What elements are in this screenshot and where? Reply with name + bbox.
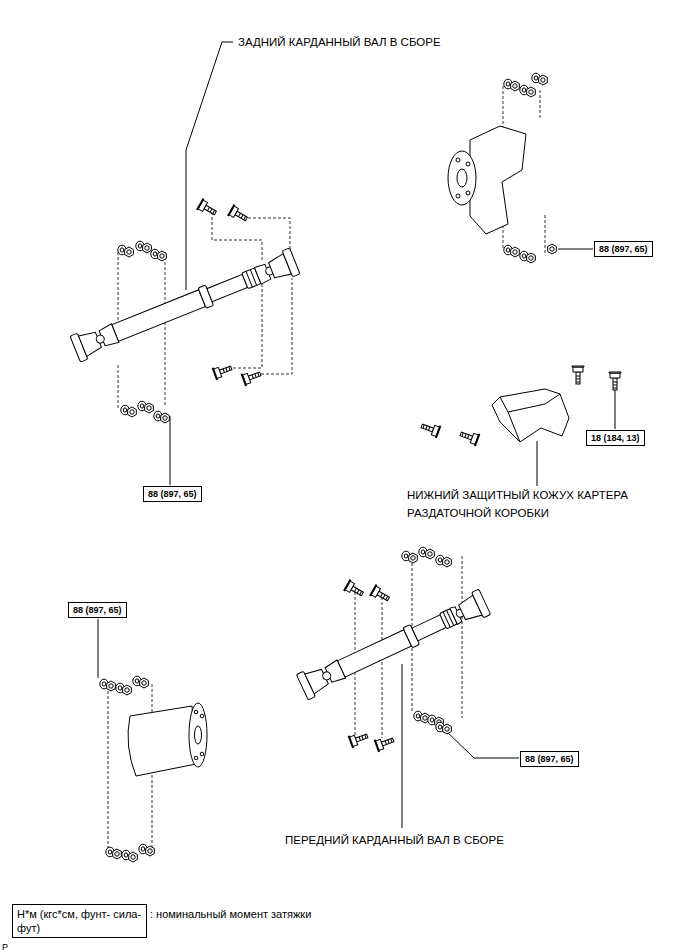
- bolt: [344, 580, 366, 599]
- legend-description: : номинальный момент затяжки: [150, 905, 311, 923]
- leader-lines: [98, 42, 615, 828]
- figure-code: P: [2, 938, 8, 952]
- nut: [107, 681, 116, 691]
- nut: [123, 685, 132, 695]
- dashed-guide: [212, 212, 262, 262]
- skid-plate: [492, 389, 569, 442]
- nut: [443, 557, 452, 567]
- torque-value: 88 (897, 65): [525, 753, 574, 765]
- nut: [548, 244, 557, 254]
- nut: [426, 549, 435, 559]
- dashed-guide: [545, 215, 546, 255]
- companion-flange: [448, 151, 476, 205]
- leader-line: [98, 619, 99, 678]
- nut: [113, 849, 122, 859]
- bolt: [370, 585, 392, 604]
- differential-housing: [470, 126, 526, 234]
- leader-line: [558, 249, 593, 250]
- dashed-guide: [243, 218, 290, 252]
- bolt: [374, 734, 395, 751]
- legend-box: Н*м (кгс*см, фунт- сила-фут): [12, 904, 147, 938]
- leader-line: [537, 441, 538, 486]
- leader-line: [444, 729, 519, 758]
- dashed-guide: [118, 365, 119, 410]
- nut: [443, 724, 452, 734]
- leader-line: [170, 416, 171, 485]
- torque-value: 88 (897, 65): [148, 488, 197, 500]
- bolt: [609, 372, 621, 390]
- part-name: НИЖНИЙ ЗАЩИТНЫЙ КОЖУХ КАРТЕРА РАЗДАТОЧНО…: [407, 486, 679, 522]
- dashed-guide: [108, 686, 109, 850]
- nut: [527, 253, 536, 263]
- dashed-guide: [152, 770, 153, 848]
- bolt: [212, 362, 233, 379]
- bolt: [420, 420, 441, 437]
- propeller-shaft: [70, 248, 300, 362]
- part-name: ПЕРЕДНИЙ КАРДАННЫЙ ВАЛ В СБОРЕ: [285, 831, 504, 849]
- leader-line: [615, 386, 616, 429]
- dashed-guide: [256, 278, 292, 374]
- nut: [409, 553, 418, 563]
- propeller-shaft: [296, 589, 490, 700]
- nut: [527, 87, 536, 97]
- torque-value: 88 (897, 65): [73, 604, 122, 616]
- legend-text: Н*м (кгс*см, фунт- сила-фут): [17, 907, 142, 935]
- leader-line: [402, 664, 403, 828]
- bolt: [459, 428, 480, 445]
- nut: [158, 251, 167, 261]
- bolt: [228, 205, 250, 224]
- nut: [145, 403, 154, 413]
- bolt: [241, 368, 262, 385]
- output-flange: [189, 703, 207, 767]
- dashed-guide: [228, 282, 262, 368]
- nut: [161, 413, 170, 423]
- nut: [128, 407, 137, 417]
- nut: [511, 247, 520, 257]
- part-name: ЗАДНИЙ КАРДАННЫЙ ВАЛ В СБОРЕ: [238, 33, 441, 51]
- torque-box: 88 (897, 65): [520, 751, 579, 767]
- nut: [129, 852, 138, 862]
- dashed-guide: [152, 684, 153, 712]
- nut: [125, 247, 134, 257]
- dashed-guide: [462, 556, 463, 718]
- nut: [140, 678, 149, 688]
- dashed-guide: [540, 90, 541, 120]
- torque-value: 88 (897, 65): [599, 243, 648, 255]
- leader-line: [186, 42, 233, 290]
- bolt: [572, 366, 584, 384]
- transfer-output: [128, 706, 196, 776]
- torque-value: 18 (184, 13): [591, 432, 640, 444]
- dashed-guide: [165, 252, 166, 405]
- torque-box: 88 (897, 65): [68, 602, 127, 618]
- torque-box: 88 (897, 65): [594, 241, 653, 257]
- torque-box: 18 (184, 13): [586, 430, 645, 446]
- nut: [511, 81, 520, 91]
- dashed-guide: [382, 597, 383, 738]
- bolt: [348, 730, 369, 747]
- torque-box: 88 (897, 65): [143, 486, 202, 502]
- nut: [146, 846, 155, 856]
- bolt: [197, 199, 219, 218]
- nut: [143, 243, 152, 253]
- parts: [70, 73, 621, 862]
- dashed-guides: [108, 86, 545, 850]
- nut: [539, 75, 548, 85]
